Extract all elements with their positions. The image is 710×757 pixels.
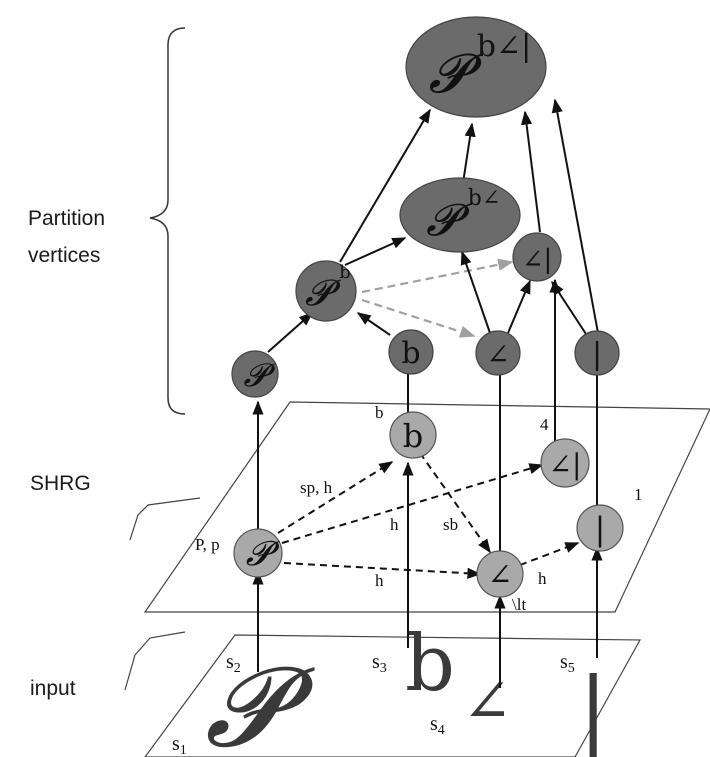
svg-text:∠: ∠: [486, 338, 509, 371]
partition-node-pblt: 𝓟 b∠: [399, 177, 521, 253]
edge-shrg-p-to-lt: [283, 562, 482, 579]
shrg-node-label-one: 1: [634, 485, 643, 504]
svg-text:b: b: [401, 336, 420, 371]
edge-part-pb-to-pblt-gray: [361, 258, 514, 294]
edge-shrg-b-to-lt: [419, 452, 491, 554]
stroke-label-s3: s3: [372, 651, 387, 676]
partition-label-line1: Partition: [28, 207, 105, 230]
partition-node-pb: 𝓟 b: [295, 260, 357, 322]
svg-text:|: |: [592, 337, 602, 372]
shrg-node-label-lt: \lt: [512, 595, 526, 614]
partition-label-line2: vertices: [28, 244, 100, 267]
edge-part-pblt-to-root: [462, 122, 476, 184]
edge-label-h2: h: [375, 571, 384, 590]
shrg-plane: [143, 401, 710, 613]
edge-part-pb-to-lt-gray: [361, 298, 476, 338]
shrg-node-ltone: ∠|: [540, 438, 590, 488]
svg-text:b∠|: b∠|: [477, 29, 531, 64]
shrg-node-label-p: P, p: [195, 535, 220, 554]
svg-text:b: b: [339, 262, 351, 283]
svg-text:∠|: ∠|: [549, 448, 582, 481]
shrg-brace: [129, 497, 201, 541]
shrg-node-p: 𝓟: [233, 528, 283, 578]
partition-node-b: b: [388, 329, 434, 375]
svg-text:∠|: ∠|: [522, 245, 553, 275]
input-glyph-b: b: [405, 619, 455, 709]
edge-part-pb-to-root: [339, 108, 431, 263]
edge-label-h3: h: [538, 569, 547, 588]
input-plane: [144, 634, 642, 757]
shrg-label: SHRG: [30, 472, 91, 495]
edge-part-lt-to-ltone: [507, 279, 531, 334]
edge-part-b-to-pb: [356, 312, 391, 336]
edge-part-p-to-pb: [267, 312, 314, 353]
edge-part-ltone-to-root: [521, 110, 541, 233]
partition-node-one: |: [574, 330, 620, 376]
partition-brace: [149, 27, 186, 415]
input-label: input: [30, 677, 76, 700]
edge-label-sp-h: sp, h: [300, 478, 333, 497]
svg-text:b∠: b∠: [468, 186, 501, 211]
stroke-label-s2: s2: [226, 651, 241, 676]
edge-shrg-lt-to-one: [519, 542, 580, 566]
stroke-label-s1: s1: [172, 733, 187, 757]
edge-shrg-p-to-b: [277, 461, 394, 534]
edge-shrg-p-to-ltone: [281, 463, 544, 544]
shrg-node-one: |: [576, 504, 624, 552]
input-glyph-p: 𝓟: [205, 643, 315, 757]
stroke-label-s4: s4: [430, 713, 445, 738]
shrg-node-b: b: [389, 411, 437, 459]
partition-node-lt: ∠: [475, 330, 521, 376]
partition-node-p: 𝓟: [231, 350, 279, 398]
edge-part-lt-to-pblt: [460, 250, 491, 334]
shrg-node-label-b: b: [375, 403, 384, 422]
svg-text:b: b: [403, 417, 423, 455]
stroke-label-s5: s5: [560, 651, 575, 676]
edge-part-one-to-ltone: [551, 280, 587, 335]
svg-text:|: |: [595, 510, 606, 548]
shrg-node-lt: ∠: [476, 550, 524, 598]
edge-label-h1: h: [390, 515, 399, 534]
shrg-node-label-four: 4: [540, 415, 549, 434]
partition-node-ltone: ∠|: [512, 232, 562, 282]
input-brace: [124, 631, 186, 691]
input-glyph-lt: ∠: [462, 667, 512, 737]
edge-label-sb: sb: [443, 515, 458, 534]
svg-text:∠: ∠: [487, 558, 512, 593]
edge-part-pb-to-pblt: [344, 237, 407, 266]
input-glyph-one: |: [578, 659, 608, 757]
partition-node-root: 𝓟 b∠|: [405, 16, 547, 118]
edge-part-one-to-root: [551, 98, 599, 334]
